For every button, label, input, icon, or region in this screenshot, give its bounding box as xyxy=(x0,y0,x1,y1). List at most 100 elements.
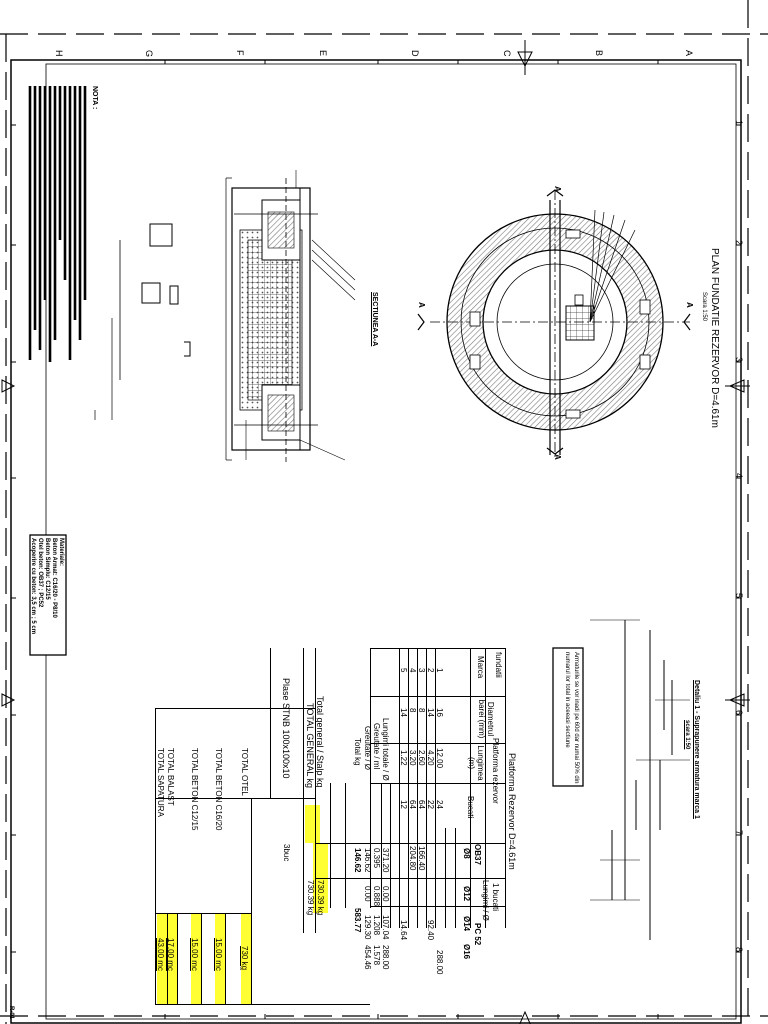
frame-number-8: 8 xyxy=(734,947,744,953)
total-beton1-label: TOTAL BETON C16/20 xyxy=(214,748,223,831)
row-4-marca: 4 xyxy=(408,668,417,673)
frame-letter-h: H xyxy=(54,50,64,57)
row-3-marca: 3 xyxy=(417,668,426,673)
total-sapatura-label: TOTAL SAPATURA xyxy=(156,748,165,817)
detail-title: Detaliu 1 - Suprapunere armatura marca 1 xyxy=(693,680,700,819)
row-1-diam: 16 xyxy=(435,708,444,717)
total-sapatura-value: 43.00 mc xyxy=(156,938,165,971)
frame-letter-f: F xyxy=(235,50,245,56)
row-4-d8: 204.80 xyxy=(408,846,417,871)
highlight-otel xyxy=(241,913,251,1004)
row-5-d14: 14.64 xyxy=(399,920,408,941)
col-fundatii: fundatii xyxy=(494,652,503,678)
greutate-m-label: Greutate / ml xyxy=(372,723,381,770)
row-1-lung: 12.00 xyxy=(435,748,444,769)
highlight-total-general xyxy=(305,805,320,843)
frame-letter-d: D xyxy=(410,50,420,57)
highlight-balast xyxy=(167,913,177,1004)
frame-letter-a: A xyxy=(684,50,694,57)
total-beton1-value: 15.00 mc xyxy=(214,938,223,971)
frame-number-5: 5 xyxy=(734,593,744,599)
sum-lungimi-value: 371.20 xyxy=(381,848,390,873)
materials-box xyxy=(29,534,67,656)
greutate-m-value: 1.208 xyxy=(372,915,381,936)
header-marca: Marca xyxy=(476,656,485,679)
row-3-buc: 64 xyxy=(417,800,426,809)
row-5-marca: 5 xyxy=(399,668,408,673)
total-otel-value: 730 kg xyxy=(240,946,249,971)
row-1-marca: 1 xyxy=(435,668,444,673)
row-1-buc: 24 xyxy=(435,800,444,809)
row-1-d16: 288.00 xyxy=(435,950,444,975)
highlight-beton1 xyxy=(215,913,225,1004)
total-kg-pc: 583.77 xyxy=(353,908,362,933)
greutate-value: 146.62 xyxy=(363,848,372,873)
detail-note: Armaturile se vor inadi pe 60d dar numai… xyxy=(564,652,579,784)
total-kg-ob: 146.62 xyxy=(353,848,362,873)
materials-title: Materiale: xyxy=(58,538,64,567)
section-mark-top: A xyxy=(553,186,562,192)
total-general: 730.39 kg xyxy=(306,880,315,916)
materials-line: Acoperire cu beton: 3,5 cm ; 5 cm xyxy=(30,538,36,635)
total-balast-value: 17.00 mc xyxy=(166,938,175,971)
section-title: SECTIUNEA A-A xyxy=(371,292,378,347)
total-general-label: TOTAL GENERAL kg xyxy=(305,703,315,789)
highlight-beton2 xyxy=(191,913,201,1004)
header-d8: Ø8 xyxy=(462,848,471,859)
materials-line: Beton Simplu: C12/15 xyxy=(44,538,50,600)
greutate-label: Greutate / Ø xyxy=(363,726,372,771)
plan-scale: Scara 1:50 xyxy=(701,292,707,322)
header-d16: Ø16 xyxy=(462,944,471,960)
row-3-lung: 2.60 xyxy=(417,750,426,766)
frame-number-4: 4 xyxy=(734,473,744,479)
row-3-d8: 166.40 xyxy=(417,846,426,871)
row-4-lung: 3.20 xyxy=(408,750,417,766)
row-4-diam: 8 xyxy=(408,708,417,713)
total-general-stalp: 730.39 kg xyxy=(316,880,325,916)
greutate-m-value: 1.578 xyxy=(372,945,381,966)
section-mark-right: A xyxy=(685,302,694,308)
total-otel-label: TOTAL OTEL xyxy=(240,748,249,796)
plase-value: 3buc xyxy=(282,844,291,862)
greutate-value: 454.46 xyxy=(363,945,372,970)
sum-lungimi-value: 107.04 xyxy=(381,915,390,940)
total-kg-label: Total kg xyxy=(353,738,362,766)
row-2-diam: 14 xyxy=(426,708,435,717)
row-5-lung: 1.22 xyxy=(399,750,408,766)
frame-number-7: 7 xyxy=(734,830,744,836)
sum-lungimi-label: Lungimi totale / Ø xyxy=(381,718,390,781)
section-mark-left: A xyxy=(417,302,426,308)
sum-lungimi-value: 0.00 xyxy=(381,886,390,902)
section-mark-bottom: A xyxy=(553,454,562,460)
header-bucati: Bucati xyxy=(466,796,475,819)
header-ob37: OB37 xyxy=(473,844,482,865)
total-general-stalp-label: Total general / Stalp kg xyxy=(315,696,325,788)
plan-ring xyxy=(417,189,691,460)
sum-lungimi-value: 288.00 xyxy=(381,945,390,970)
row-3-diam: 8 xyxy=(417,708,426,713)
row-4-buc: 64 xyxy=(408,800,417,809)
header-lungime: Lungimea (m) xyxy=(467,745,485,781)
detail-note-box xyxy=(552,647,584,787)
highlight-sapatura xyxy=(157,913,167,1004)
header-diametru: Diametrul barei (mm) xyxy=(477,699,495,739)
notes-lines xyxy=(28,86,87,362)
frame-number-1: 1 xyxy=(734,120,744,126)
table-title: Platforma Rezervor D=4.61m xyxy=(507,753,517,870)
frame-number-2: 2 xyxy=(734,240,744,246)
frame-letter-b: B xyxy=(594,50,604,57)
greutate-m-value: 0.395 xyxy=(372,848,381,869)
detail-bars xyxy=(590,619,690,940)
header-d14: Ø14 xyxy=(462,916,471,932)
materials-line: Beton Armat: C16/20 - P8/10 xyxy=(51,538,57,618)
total-beton2-value: 15.00 mc xyxy=(190,938,199,971)
stamp-label: R-01 xyxy=(8,1006,14,1020)
detail-scale: scara 1:50 xyxy=(684,720,690,750)
row-2-lung: 4.20 xyxy=(426,750,435,766)
row-2-d14: 92.40 xyxy=(426,920,435,941)
row-2-buc: 22 xyxy=(426,800,435,809)
header-d12: Ø12 xyxy=(462,886,471,902)
header-pc52: PC 52 xyxy=(473,923,482,946)
